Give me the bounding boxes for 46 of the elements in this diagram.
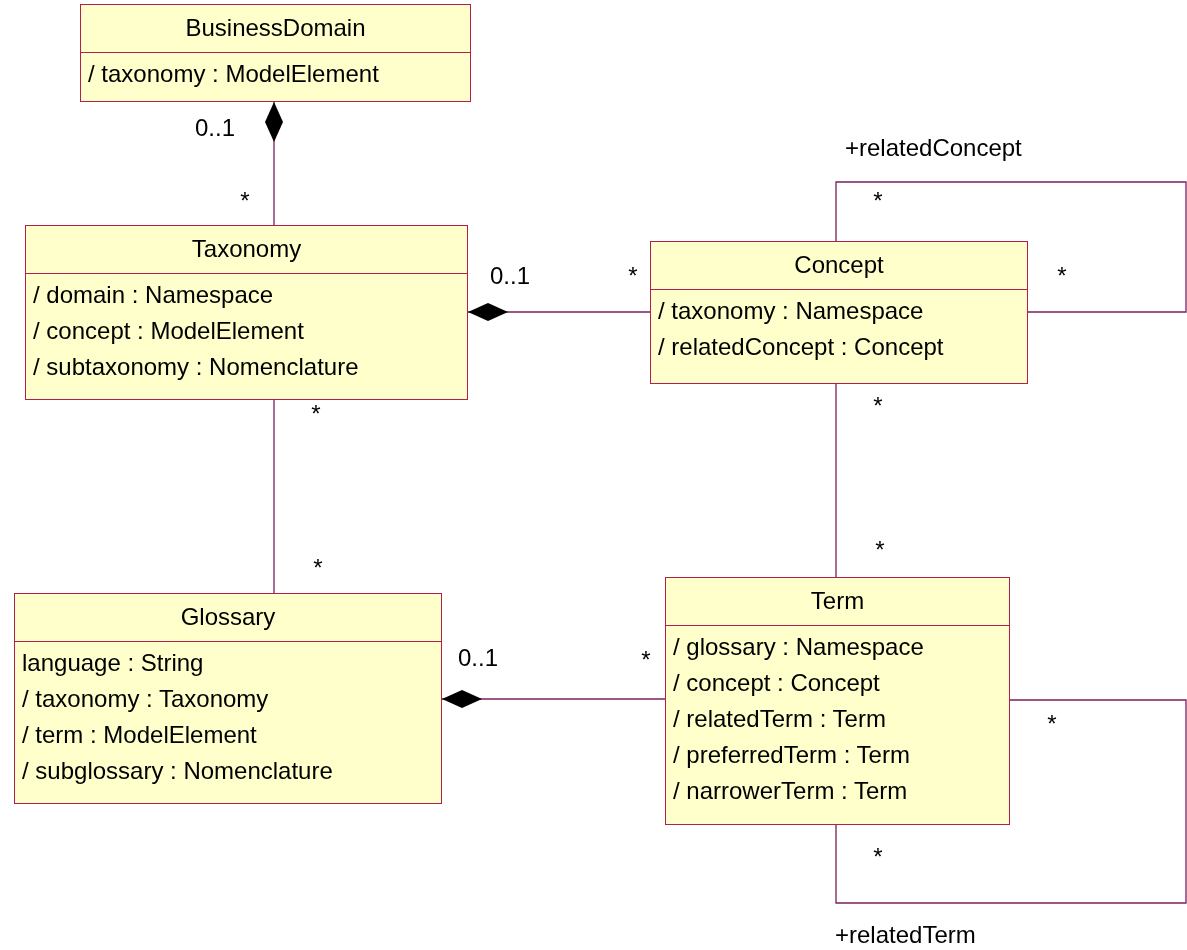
- composition-line: [265, 101, 283, 226]
- attribute-text: / concept : ModelElement: [33, 316, 304, 346]
- attribute-text: / term : ModelElement: [22, 720, 257, 750]
- class-box: [80, 4, 471, 102]
- association-line: [273, 399, 275, 594]
- multiplicity-label: *: [873, 393, 883, 419]
- class-name: BusinessDomain: [81, 5, 470, 53]
- multiplicity-label: 0..1: [490, 263, 530, 289]
- multiplicity-label: 0..1: [458, 645, 498, 671]
- attribute-text: / domain : Namespace: [33, 280, 274, 310]
- attribute-text: / subglossary : Nomenclature: [22, 756, 333, 786]
- multiplicity-label: *: [628, 263, 638, 289]
- composition-line: [467, 303, 651, 321]
- attribute-text: / taxonomy : Taxonomy: [22, 684, 269, 714]
- association-line: [835, 181, 1187, 313]
- attribute-text: / taxonomy : Namespace: [658, 296, 924, 326]
- attribute-text: / narrowerTerm : Term: [673, 776, 908, 806]
- class-name: Term: [666, 578, 1009, 626]
- attribute-text: / relatedTerm : Term: [673, 704, 886, 734]
- attribute-text: / preferredTerm : Term: [673, 740, 910, 770]
- attribute-text: / taxonomy : ModelElement: [88, 59, 379, 89]
- multiplicity-label: *: [875, 537, 885, 563]
- attribute-text: / concept : Concept: [673, 668, 880, 698]
- composition-line: [441, 690, 666, 708]
- class-name: Concept: [651, 242, 1027, 290]
- attribute-text: language : String: [22, 648, 204, 678]
- multiplicity-label: *: [641, 647, 651, 673]
- class-box: [14, 593, 442, 804]
- attribute-text: / glossary : Namespace: [673, 632, 924, 662]
- multiplicity-label: *: [1047, 711, 1057, 737]
- multiplicity-label: *: [873, 188, 883, 214]
- multiplicity-label: *: [311, 401, 321, 427]
- class-box: [650, 241, 1028, 384]
- multiplicity-label: *: [873, 844, 883, 870]
- multiplicity-label: *: [240, 188, 250, 214]
- class-name: Glossary: [15, 594, 441, 642]
- attribute-text: / relatedConcept : Concept: [658, 332, 944, 362]
- class-box: [665, 577, 1010, 825]
- class-box: [25, 225, 468, 400]
- association-line: [835, 383, 837, 578]
- multiplicity-label: *: [1057, 263, 1067, 289]
- multiplicity-label: 0..1: [195, 115, 235, 141]
- multiplicity-label: *: [313, 555, 323, 581]
- association-line: [835, 699, 1187, 904]
- attribute-text: / subtaxonomy : Nomenclature: [33, 352, 359, 382]
- class-name: Taxonomy: [26, 226, 467, 274]
